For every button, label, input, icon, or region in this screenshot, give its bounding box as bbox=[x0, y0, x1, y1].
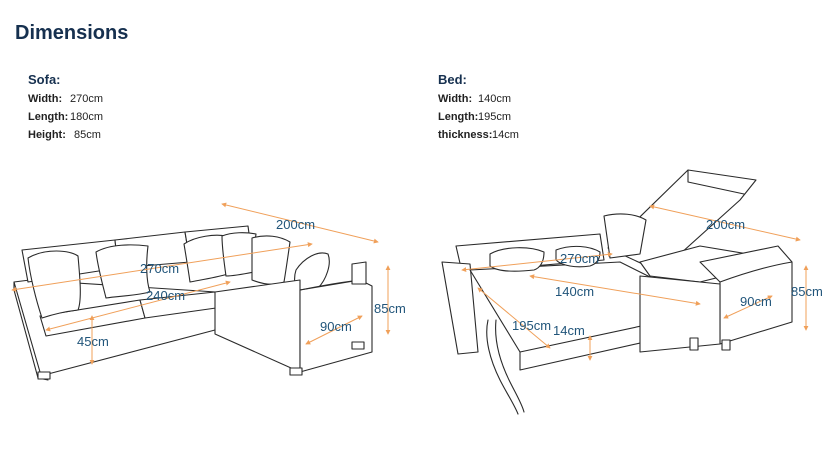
bed-width-row: Width: 140cm bbox=[438, 90, 519, 108]
sofa-height-row: Height: 85cm bbox=[28, 126, 103, 144]
sofa-illustration bbox=[13, 225, 373, 381]
bed-dimension-arrows bbox=[461, 204, 809, 361]
bed-dim-14: 14cm bbox=[553, 323, 585, 338]
sofa-width-row: Width: 270cm bbox=[28, 90, 103, 108]
sofa-length-value: 180cm bbox=[70, 111, 104, 123]
bed-dim-140: 140cm bbox=[555, 284, 594, 299]
sofa-dim-90: 90cm bbox=[320, 319, 352, 334]
bed-dimension-labels: 200cm 270cm 140cm 195cm 14cm 90cm 85cm bbox=[512, 217, 823, 338]
sofa-dimension-arrows bbox=[11, 202, 391, 365]
sofa-length-row: Length:180cm bbox=[28, 108, 103, 126]
sofa-height-value: 85cm bbox=[74, 129, 101, 141]
sofa-dim-240: 240cm bbox=[146, 288, 185, 303]
bed-width-label: Width: bbox=[438, 93, 473, 105]
bed-dim-85: 85cm bbox=[791, 284, 823, 299]
bed-heading: Bed: bbox=[438, 72, 467, 87]
bed-dim-270: 270cm bbox=[560, 251, 599, 266]
bed-dim-200: 200cm bbox=[706, 217, 745, 232]
bed-length-label: Length: bbox=[438, 111, 479, 123]
bed-specs: Bed: Width: 140cm Length:195cm thickness:… bbox=[438, 72, 519, 144]
bed-length-row: Length:195cm bbox=[438, 108, 519, 126]
bed-thickness-row: thickness:14cm bbox=[438, 126, 519, 144]
bed-thickness-value: 14cm bbox=[492, 129, 519, 141]
bed-length-value: 195cm bbox=[478, 111, 512, 123]
sofa-length-label: Length: bbox=[28, 111, 69, 123]
page-title: Dimensions bbox=[15, 22, 129, 44]
sofa-dim-270: 270cm bbox=[140, 261, 179, 276]
bed-illustration bbox=[441, 169, 793, 415]
bed-width-value: 140cm bbox=[478, 93, 512, 105]
sofa-dim-45: 45cm bbox=[77, 334, 109, 349]
bed-dim-195: 195cm bbox=[512, 318, 551, 333]
sofa-specs: Sofa: Width: 270cm Length:180cm Height: 85… bbox=[28, 72, 103, 144]
sofa-dim-200: 200cm bbox=[276, 217, 315, 232]
sofa-width-label: Width: bbox=[28, 93, 63, 105]
sofa-height-label: Height: bbox=[28, 129, 66, 141]
sofa-dimension-labels: 200cm 270cm 240cm 45cm 90cm 85cm bbox=[77, 217, 406, 349]
bed-dim-90: 90cm bbox=[740, 294, 772, 309]
bed-thickness-label: thickness: bbox=[438, 129, 493, 141]
sofa-width-value: 270cm bbox=[70, 93, 104, 105]
sofa-heading: Sofa: bbox=[28, 72, 61, 87]
sofa-dim-85: 85cm bbox=[374, 301, 406, 316]
